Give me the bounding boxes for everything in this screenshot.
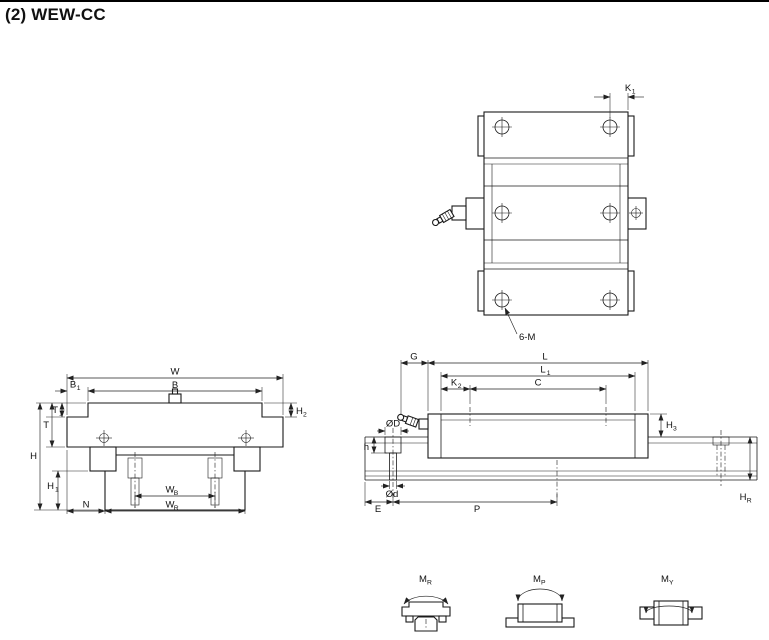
- dim-label-hdepth: h: [364, 442, 369, 453]
- dim-label-h2: H: [296, 406, 303, 417]
- dim-label-hr: H: [740, 492, 747, 503]
- grease-nipple-plan: [431, 205, 467, 227]
- moment-mp-label: M: [533, 574, 541, 585]
- dim-label-p: P: [474, 504, 480, 515]
- moment-mr-label: M: [419, 574, 427, 585]
- dim-label-c: C: [535, 378, 542, 389]
- mounting-holes: [492, 117, 620, 310]
- dim-label-wr-sub: R: [174, 505, 179, 512]
- dims-side-top: G L L 1 K 2 C: [400, 352, 649, 414]
- rail-hole-right: [712, 430, 730, 486]
- rail-bolt: [384, 428, 402, 498]
- dims-side-bottom: E P: [364, 482, 558, 515]
- side-port-mark: [629, 206, 643, 220]
- dim-label-k2-sub: 2: [458, 383, 462, 390]
- mounting-hole: [492, 117, 512, 137]
- dim-label-k1: K: [625, 83, 632, 94]
- side-view: G L L 1 K 2 C H 3: [364, 352, 758, 515]
- dim-label-smalld: Ød: [386, 489, 399, 500]
- block-section: [66, 402, 284, 448]
- dim-label-wb-sub: B: [174, 490, 179, 497]
- plan-view: K 1 6-M: [431, 83, 647, 343]
- block-side: [427, 413, 649, 459]
- moment-mp-arrow: [515, 588, 565, 602]
- moment-my: M Y: [639, 574, 703, 626]
- front-view: W B B 1 T 1 T H: [30, 367, 307, 514]
- dim-label-wb: W: [166, 485, 175, 496]
- dim-label-h2-sub: 2: [303, 412, 307, 419]
- dim-k1: K 1: [594, 83, 644, 118]
- dim-label-t1: T: [52, 405, 58, 416]
- moment-mr-arrow: [403, 595, 449, 605]
- dim-label-e: E: [375, 504, 381, 515]
- dims-bolt: ØD h Ød: [364, 419, 409, 500]
- dim-label-h3-sub: 3: [673, 426, 677, 433]
- dim-label-t: T: [43, 420, 49, 431]
- moment-my-arrow: [643, 605, 695, 614]
- callout-6m-label: 6-M: [519, 332, 535, 343]
- mounting-hole: [492, 290, 512, 310]
- block-body-plan: [483, 111, 629, 316]
- top-rule: [0, 0, 769, 2]
- page-title: (2) WEW-CC: [5, 5, 106, 24]
- dim-label-wr: W: [166, 500, 175, 511]
- dim-label-n: N: [83, 500, 90, 511]
- block-jaw-right: [233, 446, 261, 472]
- mounting-hole: [600, 203, 620, 223]
- end-cap-tabs: [465, 115, 647, 312]
- dim-label-l1: L: [540, 365, 545, 376]
- dims-front-right: H 2: [264, 402, 307, 419]
- dim-label-hr-sub: R: [747, 498, 752, 505]
- moment-mp-block: [517, 603, 563, 623]
- dim-label-k1-sub: 1: [632, 89, 636, 96]
- dim-label-h1-sub: 1: [55, 487, 59, 494]
- dim-label-t1-sub: 1: [59, 411, 63, 418]
- moment-mp: M P: [505, 574, 575, 628]
- callout-6m: 6-M: [504, 307, 535, 343]
- block-side-lines: [440, 407, 636, 458]
- dims-front-left: T 1 T H H 1: [30, 402, 103, 511]
- moment-mr: M R: [401, 574, 451, 632]
- dim-label-l: L: [542, 352, 547, 363]
- dims-front-bottom: W B N W R: [66, 450, 246, 514]
- dim-label-g: G: [410, 352, 417, 363]
- flange-bolt-marks: [96, 430, 254, 446]
- block-section-lines: [484, 157, 628, 270]
- mounting-hole: [600, 117, 620, 137]
- dim-label-w: W: [171, 367, 180, 378]
- dim-label-b1-sub: 1: [77, 385, 81, 392]
- moment-diagrams: M R M P M Y: [401, 574, 703, 632]
- dim-label-bigd: ØD: [386, 419, 400, 430]
- dim-label-h: H: [30, 451, 37, 462]
- moment-mr-sub: R: [427, 580, 432, 587]
- grease-nipple-side: [397, 413, 429, 430]
- rail-section: [104, 454, 246, 511]
- mounting-hole: [492, 203, 512, 223]
- dims-front-top: W B B 1: [55, 367, 284, 415]
- dim-label-b: B: [172, 380, 178, 391]
- dim-hr: H R: [740, 436, 753, 505]
- dim-label-h3: H: [666, 420, 673, 431]
- moment-mp-sub: P: [541, 580, 546, 587]
- moment-my-label: M: [661, 574, 669, 585]
- dim-label-h1: H: [47, 481, 54, 492]
- mounting-hole: [600, 290, 620, 310]
- dim-label-k2: K: [451, 378, 458, 389]
- dim-label-b1: B: [70, 380, 76, 391]
- moment-my-sub: Y: [669, 580, 674, 587]
- dim-label-l1-sub: 1: [547, 370, 551, 377]
- block-jaw-left: [89, 446, 117, 472]
- dim-h3: H 3: [650, 413, 677, 438]
- moment-mr-block: [401, 601, 451, 617]
